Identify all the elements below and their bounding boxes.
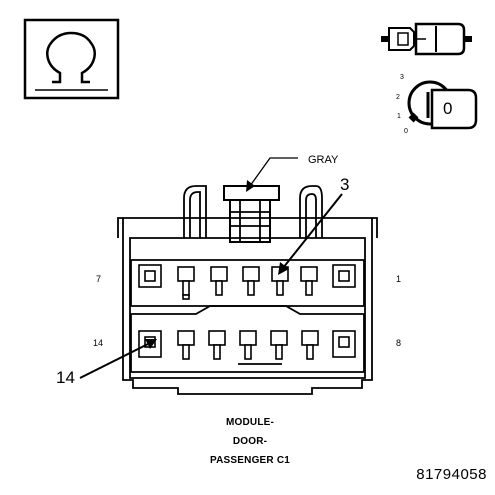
cavity-pin-8 [332,330,356,358]
pin-3-label: 3 [340,175,349,194]
cavity-pin-5 [210,266,228,296]
key-position-2: 2 [396,94,400,101]
pin-14-callout: 14 [56,339,157,387]
pin-cavities [138,264,356,360]
caption-line-2: DOOR- [232,436,268,447]
key-label: 0 [443,99,452,118]
caption-line-3: PASSENGER C1 [209,455,290,466]
key-position-0: 0 [404,128,408,135]
cavity-pin-11 [239,330,257,360]
cavity-pin-2 [300,266,318,296]
ignition-key-icon: 3 2 1 0 0 [396,74,478,135]
cavity-pin-12 [208,330,226,360]
cavity-pin-7 [138,264,162,288]
caption-line-1: MODULE- [225,417,275,428]
cavity-pin-10 [270,330,288,360]
key-position-3: 3 [400,74,404,81]
cavity-pin-9 [301,330,319,360]
cavity-pin-1 [332,264,356,288]
pin-1-label: 1 [396,274,401,284]
gray-callout: GRAY [246,154,339,192]
connector-plug-icon [381,22,472,56]
part-number: 81794058 [416,466,487,483]
pin-3-callout: 3 [278,175,349,275]
omega-resistance-icon [23,18,120,100]
gray-label: GRAY [308,154,339,166]
connector-face [117,185,378,395]
key-position-1: 1 [397,113,401,120]
pin-7-label: 7 [96,274,101,284]
cavity-pin-4 [242,266,260,296]
pin-14-label: 14 [56,368,75,387]
cavity-pin-6 [177,266,195,300]
cavity-pin-13 [177,330,195,360]
pin-8-label: 8 [396,338,401,348]
pin-14-side-label: 14 [93,338,103,348]
